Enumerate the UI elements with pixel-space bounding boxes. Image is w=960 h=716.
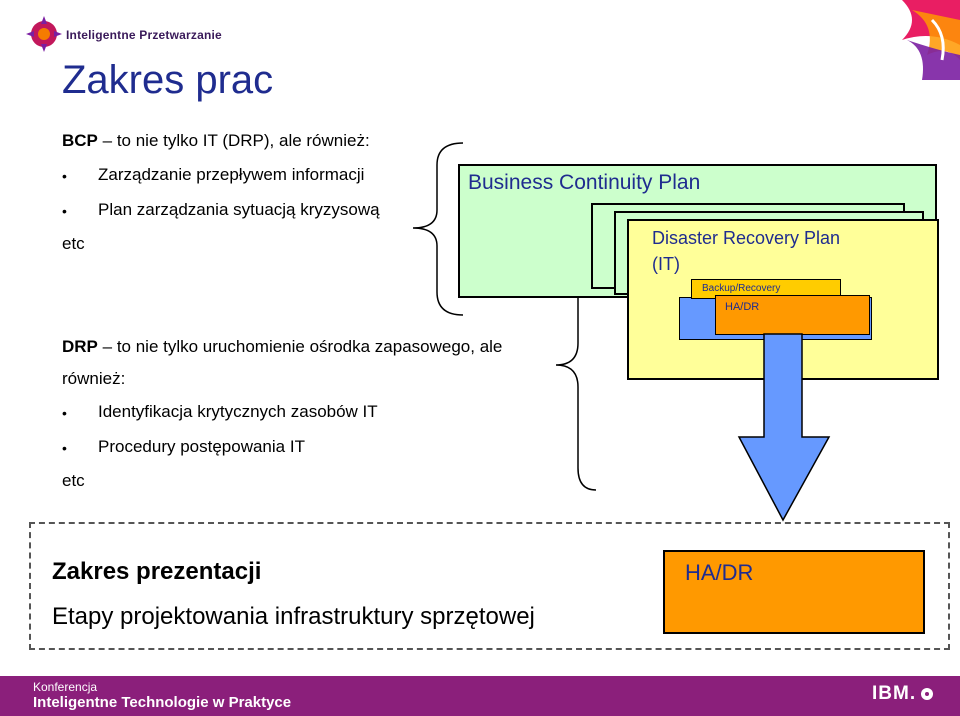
drp-etc: etc — [62, 471, 85, 490]
bcp-etc: etc — [62, 234, 85, 253]
bcp-lead-rest: – to nie tylko IT (DRP), ale również: — [102, 131, 370, 150]
drp-label-line2: (IT) — [652, 254, 680, 274]
bcp-bullet-1: Zarządzanie przepływem informacji — [98, 165, 365, 184]
bcp-label: Business Continuity Plan — [468, 171, 701, 194]
drp-lead-line2: również: — [62, 369, 126, 388]
presentation-title: Zakres prezentacji — [52, 558, 262, 585]
bcp-brace-icon — [412, 142, 464, 316]
bullet-dot-icon: • — [62, 203, 67, 219]
brand-name: Inteligentne Przetwarzanie — [66, 28, 222, 42]
drp-lead-bold: DRP — [62, 337, 98, 356]
drp-lead: DRP – to nie tylko uruchomienie ośrodka … — [62, 337, 502, 357]
bullet-dot-icon: • — [62, 440, 67, 456]
down-arrow-icon — [737, 333, 831, 522]
bullet-dot-icon: • — [62, 168, 67, 184]
brand-logo-icon — [26, 16, 62, 52]
footer-line1: Konferencja — [33, 680, 98, 694]
bcp-bullet-2: Plan zarządzania sytuacją kryzysową — [98, 200, 380, 219]
hadr-box-small: HA/DR — [715, 295, 870, 335]
decorative-graphic-icon — [902, 0, 960, 80]
bcp-lead-bold: BCP — [62, 131, 98, 150]
bcp-lead: BCP – to nie tylko IT (DRP), ale również… — [62, 131, 370, 151]
drp-bullet-2: Procedury postępowania IT — [98, 437, 305, 456]
ibm-mascot-icon — [921, 688, 933, 700]
bullet-dot-icon: • — [62, 405, 67, 421]
drp-bullet-1: Identyfikacja krytycznych zasobów IT — [98, 402, 378, 421]
hadr-box-large: HA/DR — [663, 550, 925, 634]
ibm-logo: IBM. — [872, 683, 917, 704]
footer-line2: Inteligentne Technologie w Praktyce — [33, 694, 292, 711]
page-title: Zakres prac — [62, 58, 274, 102]
drp-lead-rest: – to nie tylko uruchomienie ośrodka zapa… — [102, 337, 503, 356]
drp-label: Disaster Recovery Plan (IT) — [652, 225, 840, 277]
presentation-scope-box — [29, 522, 950, 650]
footer-bar — [0, 676, 960, 716]
presentation-subtitle: Etapy projektowania infrastruktury sprzę… — [52, 603, 535, 630]
drp-label-line1: Disaster Recovery Plan — [652, 228, 841, 248]
